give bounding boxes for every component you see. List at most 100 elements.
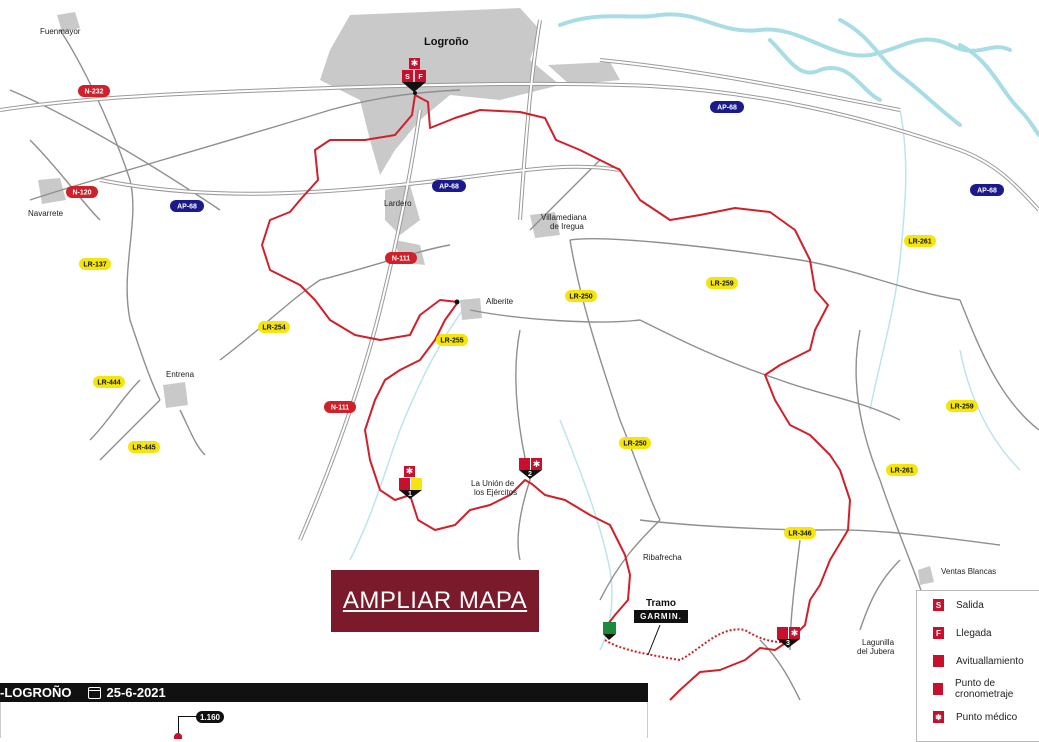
- road-badge-lr250-b: LR-250: [619, 437, 651, 449]
- tramo-start-marker[interactable]: [603, 622, 616, 640]
- svg-text:N-232: N-232: [84, 89, 103, 96]
- town-entrena: Entrena: [166, 370, 195, 379]
- legend-label: Punto de cronometraje: [955, 678, 1014, 700]
- svg-text:2: 2: [528, 471, 532, 478]
- svg-text:LR-261: LR-261: [890, 468, 913, 475]
- road-badge-lr250-a: LR-250: [565, 290, 597, 302]
- checkpoint-marker-2[interactable]: ✱ 2: [519, 458, 542, 479]
- svg-text:S: S: [405, 74, 410, 81]
- garmin-logo: GARMIN.: [634, 610, 688, 623]
- start-icon: S: [933, 599, 944, 611]
- svg-text:✱: ✱: [791, 629, 799, 639]
- town-ventas-blancas: Ventas Blancas: [941, 567, 996, 576]
- svg-text:AP-68: AP-68: [977, 188, 997, 195]
- road-badge-lr444: LR-444: [93, 376, 125, 388]
- road-badge-n111-a: N-111: [385, 252, 417, 264]
- elevation-badge: 1.160: [196, 711, 224, 723]
- town-ribafrecha: Ribafrecha: [643, 553, 682, 562]
- legend-item-llegada: F Llegada: [917, 619, 1039, 647]
- svg-text:AP-68: AP-68: [439, 184, 459, 191]
- svg-text:N-111: N-111: [392, 256, 410, 263]
- profile-header: -LOGROÑO 25-6-2021: [0, 683, 648, 702]
- timing-point-icon: [933, 683, 943, 695]
- tramo-title: Tramo: [645, 598, 676, 609]
- town-villamediana-1: Villamediana: [541, 213, 587, 222]
- svg-text:LR-255: LR-255: [440, 338, 463, 345]
- svg-text:LR-346: LR-346: [788, 531, 811, 538]
- feed-station-icon: [933, 655, 944, 667]
- rivers: [558, 12, 1039, 137]
- tramo-leader: [647, 624, 661, 656]
- road-badge-ap68-a: AP-68: [170, 200, 204, 212]
- medical-icon: ✱: [933, 711, 944, 723]
- elevation-peak-marker: [174, 733, 182, 739]
- road-badge-lr255: LR-255: [436, 334, 468, 346]
- legend-label: Punto médico: [956, 711, 1018, 723]
- town-alberite: Alberite: [486, 297, 514, 306]
- legend-item-avituallamiento: Avituallamiento: [917, 647, 1039, 675]
- checkpoint-marker-3[interactable]: ✱ 3: [777, 627, 800, 648]
- road-badge-lr346: LR-346: [784, 527, 816, 539]
- svg-text:LR-254: LR-254: [262, 325, 285, 332]
- town-union-2: los Ejércitos: [474, 488, 517, 497]
- svg-text:LR-445: LR-445: [132, 445, 155, 452]
- svg-text:LR-250: LR-250: [623, 441, 646, 448]
- svg-text:LR-259: LR-259: [710, 281, 733, 288]
- town-lardero: Lardero: [384, 199, 412, 208]
- road-badge-n120: N-120: [66, 186, 98, 198]
- road-badge-n111-b: N-111: [324, 401, 356, 413]
- road-badge-lr259-a: LR-259: [706, 277, 738, 289]
- town-navarrete: Navarrete: [28, 209, 64, 218]
- svg-text:N-111: N-111: [331, 405, 349, 412]
- svg-text:LR-259: LR-259: [950, 404, 973, 411]
- road-badge-ap68-b: AP-68: [432, 180, 466, 192]
- svg-text:LR-250: LR-250: [569, 294, 592, 301]
- svg-text:1: 1: [408, 491, 412, 498]
- elevation-leader: [178, 716, 197, 739]
- road-badge-ap68-d: AP-68: [970, 184, 1004, 196]
- calendar-icon: [87, 686, 101, 699]
- svg-text:✱: ✱: [406, 467, 414, 477]
- road-badge-n232: N-232: [78, 85, 110, 97]
- legend-label: Avituallamiento: [956, 655, 1024, 667]
- town-lagunilla-1: Lagunilla: [862, 638, 895, 647]
- finish-icon: F: [933, 627, 944, 639]
- legend-item-medico: ✱ Punto médico: [917, 703, 1039, 731]
- town-lagunilla-2: del Jubera: [857, 647, 895, 656]
- legend-item-cronometraje: Punto de cronometraje: [917, 675, 1039, 703]
- garmin-tramo-label[interactable]: Tramo GARMIN.: [634, 598, 688, 623]
- motorways-inner: [0, 19, 1039, 541]
- svg-text:AP-68: AP-68: [717, 105, 737, 112]
- svg-text:LR-137: LR-137: [83, 262, 106, 269]
- svg-text:✱: ✱: [411, 59, 419, 69]
- road-badge-lr137: LR-137: [79, 258, 111, 270]
- road-badge-lr254: LR-254: [258, 321, 290, 333]
- legend-label: Llegada: [956, 627, 992, 639]
- town-villamediana-2: de Iregua: [550, 222, 584, 231]
- route-turn-point: [454, 299, 460, 305]
- map-legend: S Salida F Llegada Avituallamiento Punto…: [916, 590, 1039, 742]
- svg-text:LR-444: LR-444: [97, 380, 120, 387]
- road-badge-lr261-b: LR-261: [886, 464, 918, 476]
- profile-title: -LOGROÑO: [0, 685, 72, 700]
- legend-item-salida: S Salida: [917, 591, 1039, 619]
- elevation-profile: [0, 702, 648, 738]
- town-fuenmayor: Fuenmayor: [40, 27, 81, 36]
- svg-text:✱: ✱: [533, 460, 541, 470]
- legend-label: Salida: [956, 599, 984, 611]
- svg-text:N-120: N-120: [72, 190, 91, 197]
- town-union-1: La Unión de: [471, 479, 515, 488]
- svg-text:F: F: [418, 74, 423, 81]
- svg-text:LR-261: LR-261: [908, 239, 931, 246]
- svg-text:AP-68: AP-68: [177, 204, 197, 211]
- checkpoint-marker-1[interactable]: ✱ 1: [399, 466, 422, 499]
- profile-date: 25-6-2021: [106, 685, 166, 700]
- town-logrono: Logroño: [424, 36, 469, 48]
- ampliar-mapa-button[interactable]: AMPLIAR MAPA: [331, 570, 539, 632]
- svg-text:3: 3: [786, 640, 790, 647]
- road-badge-lr445: LR-445: [128, 441, 160, 453]
- start-finish-marker[interactable]: ✱ S F: [402, 58, 426, 95]
- garmin-tramo-route: [604, 628, 791, 662]
- road-badge-lr259-b: LR-259: [946, 400, 978, 412]
